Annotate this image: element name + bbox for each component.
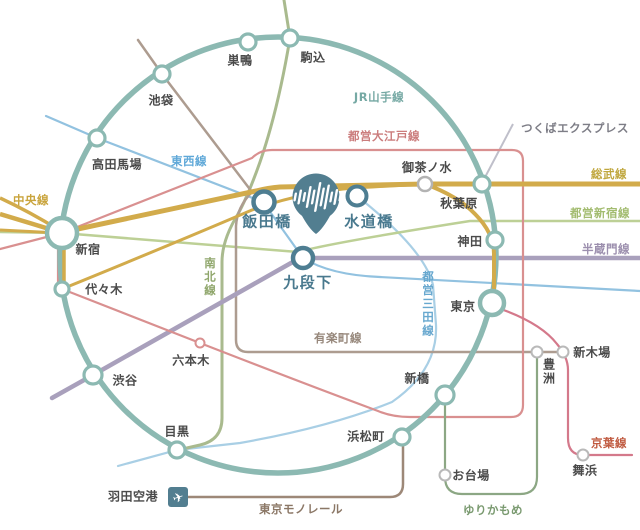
station-label-shibuya: 渋谷 [112, 373, 138, 388]
line-tokyo-monorail [186, 438, 405, 499]
station-marker-odaiba [438, 468, 452, 482]
line-label-chuo: 中央線 [13, 193, 49, 207]
station-label-ikebukuro: 池袋 [148, 93, 174, 108]
line-label-tokyo-monorail: 東京モノレール [259, 502, 343, 516]
station-label-shinkiba: 新木場 [573, 345, 611, 360]
jr-stations [44, 28, 507, 460]
line-label-toei-shinjuku: 都営新宿線 [570, 206, 630, 220]
station-marker-maihama [576, 448, 590, 462]
line-label-tsukuba-express: つくばエクスプレス [521, 121, 629, 135]
line-label-toei-mita: 都営三田線 [421, 270, 435, 338]
airport-icon-box [168, 487, 188, 507]
station-marker-ochanomizu [416, 175, 434, 193]
station-label-meguro: 目黒 [164, 424, 190, 439]
station-label-haneda: 羽田空港 [107, 489, 159, 504]
station-marker-roppongi [194, 337, 206, 349]
minor-stations [194, 175, 590, 482]
line-label-keiyo: 京葉線 [591, 436, 627, 450]
line-yurakucho [136, 38, 565, 354]
station-label-maihama: 舞浜 [572, 463, 598, 478]
station-marker-shibuya [82, 364, 104, 386]
station-marker-tokyo [477, 288, 507, 318]
station-marker-toyosu [530, 345, 544, 359]
station-marker-meguro [167, 440, 187, 460]
line-chuo-sobu-main [58, 181, 640, 236]
soundwave-location-pin [292, 173, 343, 234]
line-tsukuba-express [481, 123, 514, 184]
station-label-kanda: 神田 [457, 234, 483, 249]
station-label-yoyogi: 代々木 [85, 282, 123, 297]
station-label-toyosu: 豊洲 [541, 358, 556, 386]
station-marker-shinkiba [556, 345, 570, 359]
station-marker-komagome [280, 28, 300, 48]
station-marker-kudanshita [290, 245, 316, 271]
line-label-namboku: 南北線 [203, 256, 217, 298]
line-label-toei-oedo: 都営大江戸線 [348, 129, 420, 143]
line-label-yurikamome: ゆりかもめ [463, 503, 523, 517]
station-label-odaiba: お台場 [452, 468, 490, 483]
station-marker-yoyogi [53, 280, 71, 298]
line-label-tozai: 東西線 [171, 154, 207, 168]
line-label-yurakucho: 有楽町線 [314, 331, 362, 345]
station-marker-akihabara [472, 174, 492, 194]
station-marker-shimbashi [434, 384, 456, 406]
station-label-ochanomizu: 御茶ノ水 [401, 160, 453, 175]
station-label-sugamo: 巣鴨 [227, 53, 253, 68]
station-marker-shinjuku [44, 215, 80, 251]
station-label-shimbashi: 新橋 [404, 371, 430, 386]
station-label-hamamatsucho: 浜松町 [347, 429, 385, 444]
station-marker-hamamatsucho [392, 427, 412, 447]
haneda-airport-icon: ✈ [168, 487, 188, 507]
station-marker-kanda [485, 230, 505, 250]
station-marker-suidobashi [345, 184, 369, 208]
soundwave-icon [293, 182, 343, 212]
station-label-shinjuku: 新宿 [75, 242, 101, 257]
station-marker-takadanobaba [87, 128, 107, 148]
line-label-sobu: 総武線 [591, 167, 627, 181]
station-label-tokyo: 東京 [450, 299, 476, 314]
station-marker-sugamo [238, 32, 258, 52]
station-label-roppongi: 六本木 [172, 353, 210, 368]
station-marker-ikebukuro [152, 64, 172, 84]
line-toei-mita [116, 194, 438, 468]
line-yurikamome [443, 353, 539, 496]
line-label-jr-yamanote: JR山手線 [353, 90, 405, 104]
station-label-takadanobaba: 高田馬場 [91, 157, 143, 172]
line-tozai [44, 114, 640, 293]
station-label-suidobashi: 水道橋 [344, 212, 394, 231]
line-label-hanzomon: 半蔵門線 [582, 242, 630, 256]
station-label-kudanshita: 九段下 [283, 273, 333, 292]
airplane-icon: ✈ [171, 490, 186, 508]
station-label-iidabashi: 飯田橋 [242, 212, 292, 231]
station-marker-iidabashi [251, 189, 277, 215]
interchange-stations [251, 184, 369, 271]
station-label-akihabara: 秋葉原 [440, 196, 478, 211]
line-keiyo [493, 305, 634, 457]
station-label-komagome: 駒込 [300, 50, 326, 65]
